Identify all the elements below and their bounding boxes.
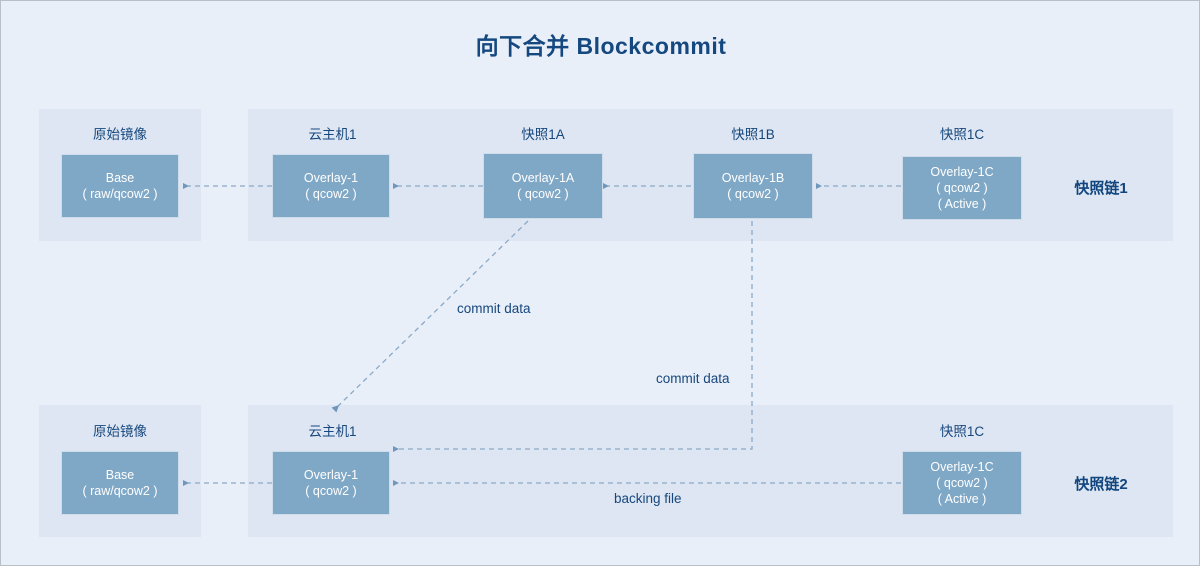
node-line: Overlay-1C: [930, 165, 994, 179]
node-row2-base[interactable]: Base ( raw/qcow2 ): [61, 451, 179, 515]
node-line: Overlay-1A: [511, 171, 575, 185]
node-line: Overlay-1B: [721, 171, 785, 185]
node-row1-base[interactable]: Base ( raw/qcow2 ): [61, 154, 179, 218]
caption-row1-cloud-host: 云主机1: [308, 127, 357, 142]
caption-row2-cloud-host: 云主机1: [308, 424, 357, 439]
node-line: ( Active ): [937, 492, 987, 506]
caption-row2-original-image: 原始镜像: [93, 424, 147, 439]
node-row1-overlay-1a[interactable]: Overlay-1A ( qcow2 ): [483, 153, 603, 219]
edge-label-backing-file: backing file: [614, 491, 682, 506]
caption-row1-snapshot-1a: 快照1A: [521, 127, 565, 142]
edge-label-commit-data-b: commit data: [656, 371, 730, 386]
node-line: ( qcow2 ): [727, 187, 779, 201]
node-line: ( raw/qcow2 ): [82, 484, 158, 498]
node-line: ( raw/qcow2 ): [82, 187, 158, 201]
chain-label-1: 快照链1: [1074, 180, 1128, 197]
node-line: Base: [105, 171, 135, 185]
node-row1-overlay-1[interactable]: Overlay-1 ( qcow2 ): [272, 154, 390, 218]
node-line: Overlay-1: [303, 468, 359, 482]
node-line: ( qcow2 ): [305, 187, 357, 201]
node-line: ( Active ): [937, 197, 987, 211]
node-line: Overlay-1C: [930, 460, 994, 474]
node-line: Base: [105, 468, 135, 482]
node-line: ( qcow2 ): [936, 476, 988, 490]
caption-row2-snapshot-1c: 快照1C: [939, 424, 985, 439]
node-line: Overlay-1: [303, 171, 359, 185]
node-line: ( qcow2 ): [305, 484, 357, 498]
node-row2-overlay-1[interactable]: Overlay-1 ( qcow2 ): [272, 451, 390, 515]
node-row1-overlay-1b[interactable]: Overlay-1B ( qcow2 ): [693, 153, 813, 219]
node-line: ( qcow2 ): [517, 187, 569, 201]
caption-row1-snapshot-1c: 快照1C: [939, 127, 985, 142]
node-line: ( qcow2 ): [936, 181, 988, 195]
node-row1-overlay-1c[interactable]: Overlay-1C ( qcow2 ) ( Active ): [902, 156, 1022, 220]
page-title: 向下合并 Blockcommit: [475, 33, 727, 59]
edge-label-commit-data-a: commit data: [457, 301, 531, 316]
caption-row1-original-image: 原始镜像: [93, 127, 147, 142]
node-row2-overlay-1c[interactable]: Overlay-1C ( qcow2 ) ( Active ): [902, 451, 1022, 515]
caption-row1-snapshot-1b: 快照1B: [731, 127, 775, 142]
chain-label-2: 快照链2: [1074, 476, 1128, 493]
